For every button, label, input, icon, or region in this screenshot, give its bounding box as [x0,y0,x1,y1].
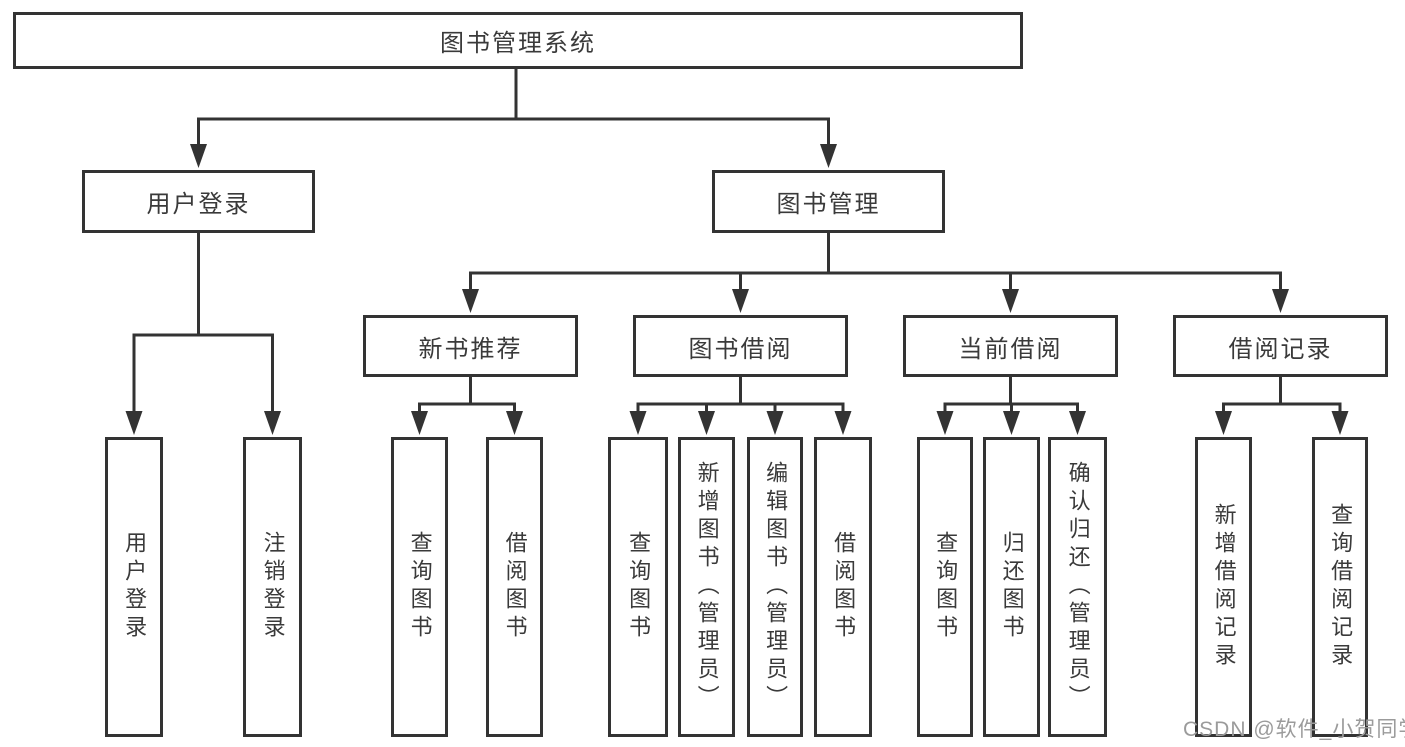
arrow-down-icon [834,411,852,435]
node-label: 借阅图书 [831,531,857,643]
arrow-down-icon [506,411,523,435]
arrowheads [125,144,1349,435]
leaf-edit-book-admin: 编辑图书（管理员） [747,437,803,737]
node-label: 借阅图书 [502,531,528,643]
node-label: 图书借阅 [688,335,793,363]
node-label: 当前借阅 [958,335,1063,363]
node-label: 确认归还（管理员） [1065,461,1091,713]
node-label: 编辑图书（管理员） [763,461,789,713]
arrow-down-icon [766,411,784,435]
node-root-system: 图书管理系统 [13,12,1023,69]
node-label: 用户登录 [122,531,148,643]
leaf-confirm-return-admin: 确认归还（管理员） [1048,437,1107,737]
arrow-down-icon [462,289,479,313]
node-label: 新增图书（管理员） [694,461,720,713]
leaf-query-books-recommend: 查询图书 [391,437,448,737]
node-label: 查询借阅记录 [1328,503,1354,671]
arrow-down-icon [1272,289,1289,313]
arrow-down-icon [1069,411,1086,435]
leaf-add-borrow-record: 新增借阅记录 [1195,437,1252,737]
node-book-borrow: 图书借阅 [633,315,848,377]
leaf-logout: 注销登录 [243,437,302,737]
node-label: 图书管理系统 [440,30,596,57]
arrow-down-icon [411,411,428,435]
arrow-down-icon [1215,411,1232,435]
node-label: 用户登录 [146,191,251,218]
node-label: 归还图书 [999,531,1025,643]
leaf-user-login: 用户登录 [105,437,163,737]
connector-paths [132,69,1342,417]
arrow-down-icon [1003,411,1020,435]
arrow-down-icon [190,144,207,168]
node-book-management: 图书管理 [712,170,945,233]
arrow-down-icon [1002,289,1019,313]
node-label: 查询图书 [933,531,959,643]
node-new-book-recommend: 新书推荐 [363,315,578,377]
arrow-down-icon [264,411,281,435]
arrow-down-icon [1331,411,1349,435]
csdn-watermark: CSDN @软件_小贺同学 [1183,718,1405,741]
arrow-down-icon [732,289,749,313]
arrow-down-icon [936,411,954,435]
leaf-return-book: 归还图书 [983,437,1040,737]
node-label: 查询图书 [407,531,433,643]
leaf-query-books-borrow: 查询图书 [608,437,668,737]
node-label: 新增借阅记录 [1211,503,1237,671]
arrow-down-icon [629,411,647,435]
arrow-down-icon [820,144,837,168]
arrow-down-icon [698,411,715,435]
leaf-query-books-current: 查询图书 [917,437,973,737]
leaf-query-borrow-record: 查询借阅记录 [1312,437,1368,737]
node-label: 借阅记录 [1228,335,1333,363]
node-borrow-records: 借阅记录 [1173,315,1388,377]
node-label: 图书管理 [776,191,881,218]
leaf-borrow-books-recommend: 借阅图书 [486,437,543,737]
node-label: 新书推荐 [418,335,523,363]
node-user-login: 用户登录 [82,170,315,233]
arrow-down-icon [125,411,143,435]
leaf-add-book-admin: 新增图书（管理员） [678,437,735,737]
node-label: 查询图书 [626,531,652,643]
node-label: 注销登录 [260,531,286,643]
leaf-borrow-books: 借阅图书 [814,437,872,737]
node-current-borrow: 当前借阅 [903,315,1118,377]
